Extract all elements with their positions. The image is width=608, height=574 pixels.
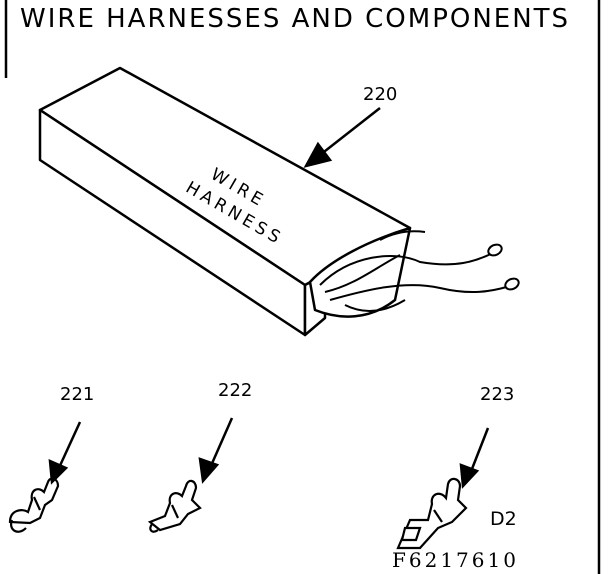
callout-arrows <box>48 107 490 489</box>
part-number-220: 220 <box>363 84 398 105</box>
terminal-221-drawing <box>8 477 60 533</box>
terminal-222-drawing <box>147 479 202 533</box>
arrow-220 <box>303 107 381 168</box>
page-title: WIRE HARNESSES AND COMPONENTS <box>20 4 571 34</box>
wire-terminal-lugs <box>487 243 520 291</box>
arrow-221 <box>48 421 82 485</box>
harness-wires <box>319 230 511 312</box>
header-frame <box>4 0 601 574</box>
diagram-code: D2 <box>490 508 517 530</box>
part-number-223: 223 <box>480 384 515 405</box>
figure-number: F6217610 <box>392 548 519 572</box>
part-number-222: 222 <box>218 380 253 401</box>
terminal-223-drawing <box>396 477 468 550</box>
arrow-222 <box>198 417 234 484</box>
wire-harness-package <box>38 66 412 337</box>
part-number-221: 221 <box>60 384 95 405</box>
arrow-223 <box>459 427 490 489</box>
